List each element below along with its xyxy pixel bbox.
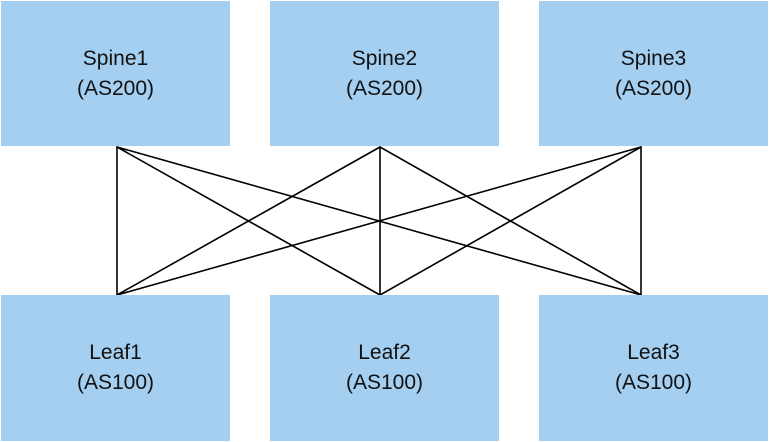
link-spine2-leaf1 [116, 146, 381, 296]
spine3-asn: (AS200) [614, 76, 693, 100]
spine3-node: Spine3 (AS200) [539, 1, 768, 146]
spine1-name: Spine1 [82, 46, 149, 70]
spine1-asn: (AS200) [76, 76, 155, 100]
link-spine3-leaf1 [116, 146, 642, 296]
leaf2-asn: (AS100) [345, 371, 424, 394]
spine2-asn: (AS200) [345, 76, 424, 100]
leaf1-asn: (AS100) [76, 371, 155, 394]
link-spine1-leaf3 [116, 146, 642, 296]
spine3-name: Spine3 [620, 46, 687, 70]
leaf2-name: Leaf2 [358, 341, 411, 364]
leaf1-node: Leaf1 (AS100) [1, 295, 230, 441]
spine2-name: Spine2 [351, 46, 418, 70]
link-spine1-leaf2 [116, 146, 381, 296]
leaf1-name: Leaf1 [89, 341, 142, 364]
leaf2-node: Leaf2 (AS100) [270, 295, 499, 441]
link-spine2-leaf3 [379, 146, 642, 296]
leaf3-asn: (AS100) [614, 371, 693, 394]
link-spine3-leaf2 [379, 146, 642, 296]
spine1-node: Spine1 (AS200) [1, 1, 230, 146]
leaf3-name: Leaf3 [627, 341, 680, 364]
leaf3-node: Leaf3 (AS100) [539, 295, 768, 441]
spine2-node: Spine2 (AS200) [270, 1, 499, 146]
